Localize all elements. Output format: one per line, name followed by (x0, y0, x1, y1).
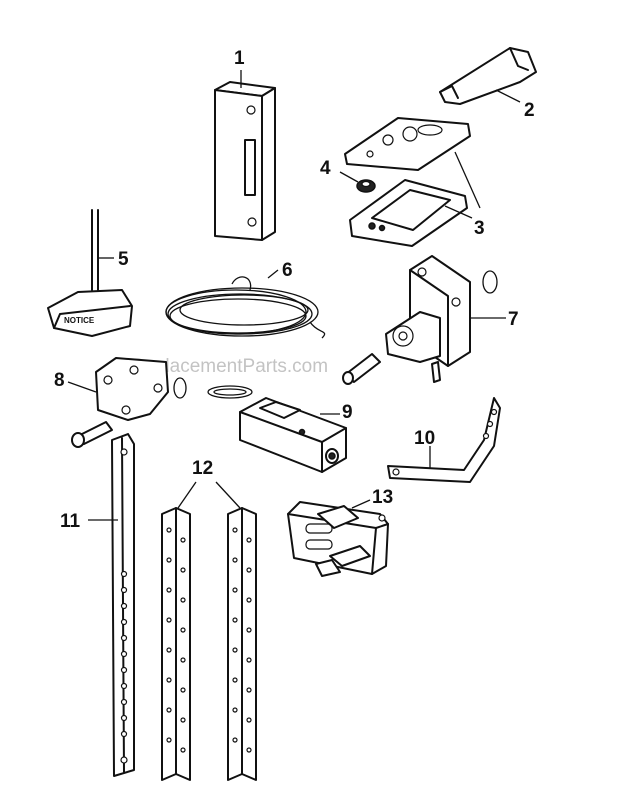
callout-11: 11 (60, 511, 81, 532)
part-6-bell-wire (165, 276, 326, 339)
part-9-safety-sensor (207, 385, 347, 473)
leader-13 (351, 499, 371, 509)
notice-label: NOTICE (64, 316, 95, 325)
callout-1: 1 (234, 48, 245, 69)
callout-9: 9 (342, 402, 353, 423)
part-3-bracket-cover (344, 117, 471, 247)
part-8-bracket-pin (71, 357, 187, 448)
part-4-grommet (356, 179, 376, 193)
callout-13: 13 (372, 487, 393, 508)
leader-3a (454, 151, 481, 209)
part-10-curved-arm (387, 397, 501, 483)
callout-4: 4 (320, 158, 331, 179)
leader-2 (495, 89, 521, 103)
part-2-clip (439, 47, 537, 105)
callout-8: 8 (54, 370, 65, 391)
callout-5: 5 (118, 249, 129, 270)
callout-2: 2 (524, 100, 535, 121)
leader-6 (267, 269, 279, 279)
leader-12b (215, 481, 241, 509)
part-11-straight-arm (111, 433, 135, 777)
callout-7: 7 (508, 309, 519, 330)
part-7-door-bracket (342, 255, 498, 385)
callout-12: 12 (192, 458, 213, 479)
leader-12a (177, 481, 197, 509)
part-5-notice-tag: NOTICE (47, 209, 133, 337)
leader-8 (67, 381, 97, 393)
part-13-bracket-plate (287, 501, 389, 577)
leader-3b (444, 205, 473, 219)
watermark: eReplacementParts.com (120, 356, 328, 377)
leader-4 (339, 171, 359, 183)
part-1-wall-control (214, 81, 276, 241)
callout-10: 10 (414, 428, 435, 449)
callout-3: 3 (474, 218, 485, 239)
callout-6: 6 (282, 260, 293, 281)
part-12-angle-iron (161, 507, 257, 781)
